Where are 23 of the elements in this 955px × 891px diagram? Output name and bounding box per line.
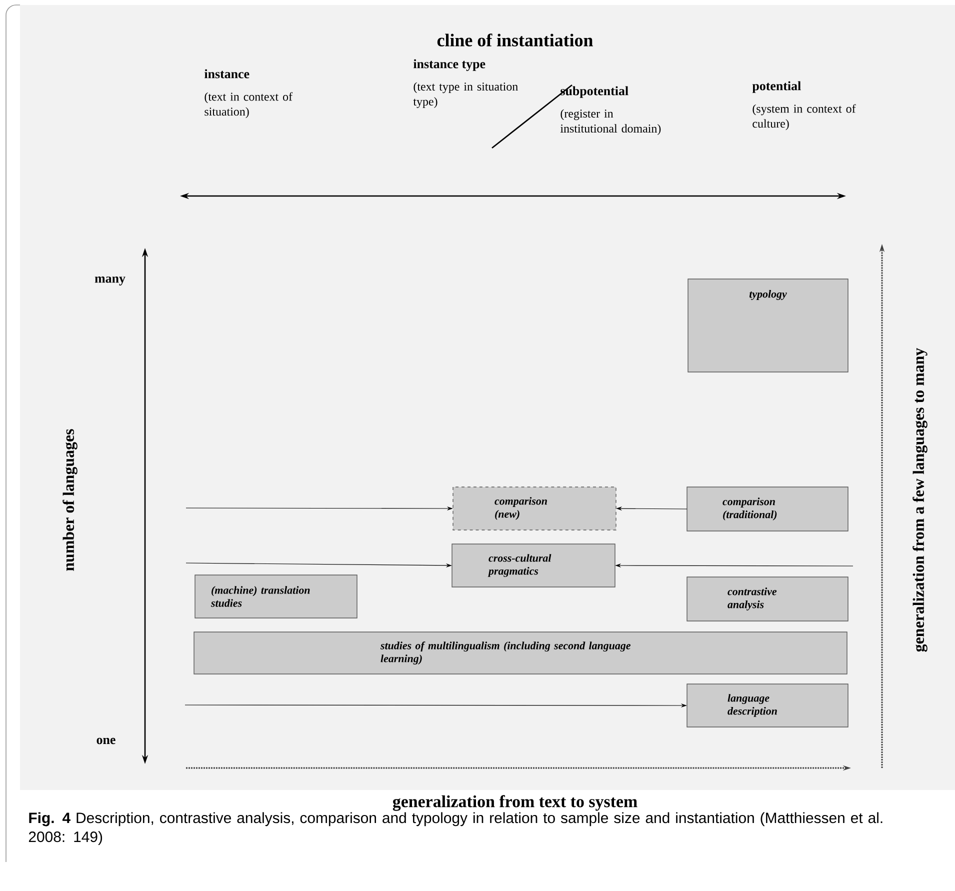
study-box: contrastive analysis — [686, 576, 848, 622]
axis-heading: instance — [204, 69, 250, 78]
axis-heading: instance type — [413, 59, 486, 71]
axis-label: generalization from text to system — [392, 795, 638, 811]
axis-label: generalization from a few languages to many — [912, 348, 928, 652]
axis-note: (text in context of situation) — [204, 92, 293, 118]
study-box: cross-cultural pragmatics — [452, 544, 616, 588]
study-box: (machine) translation studies — [194, 574, 358, 618]
study-box: comparison (new) — [452, 486, 616, 530]
scale-label: many — [94, 276, 126, 286]
study-box: language description — [686, 684, 848, 728]
axis-heading: potential — [752, 81, 801, 93]
axis-label: number of languages — [62, 429, 78, 571]
caption: Fig. 4 Description, contrastive analysis, comparison and typology in relation to sample size and instantiation (Matthiessen et al. 2008: 149) — [28, 812, 882, 846]
axis-heading: subpotential — [560, 86, 628, 98]
axis-note: (text type in situation type) — [413, 82, 518, 108]
axis-note: (register in institutional domain) — [560, 109, 661, 135]
study-box: typology — [688, 278, 848, 372]
study-box: comparison (traditional) — [686, 486, 848, 532]
axis-note: (system in context of culture) — [752, 104, 856, 130]
title: cline of instantiation — [437, 34, 593, 46]
scale-label: one — [96, 738, 116, 744]
study-box: studies of multilingualism (including second language learning) — [194, 632, 848, 674]
